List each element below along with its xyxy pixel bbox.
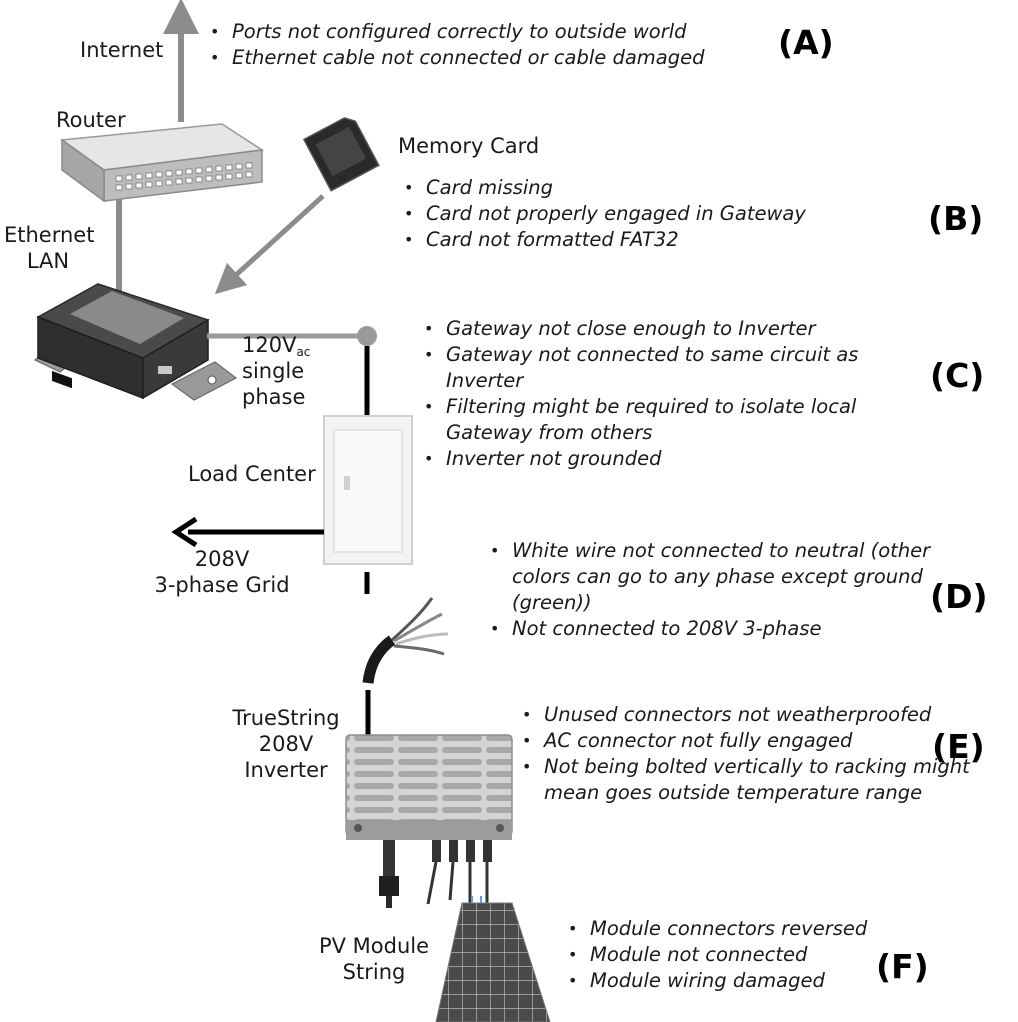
issue-item: Card missing xyxy=(404,175,884,201)
power-line2: single xyxy=(242,359,305,383)
pv-label-line1: PV Module xyxy=(318,934,430,958)
power-voltage: 120Vac xyxy=(242,332,310,358)
issue-item: Module not connected xyxy=(568,942,898,968)
grid-label: 208V 3-phase Grid xyxy=(122,546,322,598)
inverter-label-line1: TrueString xyxy=(232,706,340,730)
issues-list-d: White wire not connected to neutral (oth… xyxy=(490,538,940,642)
issue-item: Ports not configured correctly to outsid… xyxy=(210,19,770,45)
issue-item: Not connected to 208V 3-phase xyxy=(490,616,940,642)
issues-list-b: Card missing Card not properly engaged i… xyxy=(404,175,884,253)
section-tag-d: (D) xyxy=(930,577,988,616)
section-tag-a: (A) xyxy=(778,23,834,62)
power-label: 120Vac single phase xyxy=(242,332,310,410)
section-tag-e: (E) xyxy=(932,727,985,766)
issues-list-c: Gateway not close enough to Inverter Gat… xyxy=(424,316,924,472)
issue-item: Filtering might be required to isolate l… xyxy=(424,394,924,446)
pv-label-line2: String xyxy=(342,960,406,984)
ethernet-label-line2: LAN xyxy=(26,249,70,273)
router-icon xyxy=(59,123,265,203)
memory-card-icon xyxy=(302,117,380,192)
issue-item: Module connectors reversed xyxy=(568,916,898,942)
issue-item: Not being bolted vertically to racking m… xyxy=(522,754,992,806)
internet-label: Internet xyxy=(80,38,164,62)
issue-item: Unused connectors not weatherproofed xyxy=(522,702,992,728)
power-voltage-value: 120V xyxy=(242,333,297,357)
power-voltage-subscript: ac xyxy=(296,345,311,359)
section-tag-f: (F) xyxy=(876,947,929,986)
issue-item: Gateway not close enough to Inverter xyxy=(424,316,924,342)
issues-list-a: Ports not configured correctly to outsid… xyxy=(210,19,770,71)
issues-list-e: Unused connectors not weatherproofed AC … xyxy=(522,702,992,806)
issue-item: White wire not connected to neutral (oth… xyxy=(490,538,940,616)
pv-label: PV Module String xyxy=(296,933,452,985)
gateway-icon xyxy=(33,283,238,401)
ethernet-label-line1: Ethernet xyxy=(4,223,95,247)
ac-cable-icon xyxy=(362,597,449,684)
pv-module-icon xyxy=(435,896,551,1022)
section-tag-b: (B) xyxy=(928,199,984,238)
grid-arrowhead xyxy=(171,516,198,548)
issue-item: Card not properly engaged in Gateway xyxy=(404,201,884,227)
inverter-label: TrueString 208V Inverter xyxy=(218,705,354,783)
inverter-icon xyxy=(345,734,513,912)
load-center-label: Load Center xyxy=(188,462,316,486)
memory-card-label: Memory Card xyxy=(398,134,540,158)
issue-item: Card not formatted FAT32 xyxy=(404,227,884,253)
section-tag-c: (C) xyxy=(930,356,985,395)
router-label: Router xyxy=(56,108,126,132)
issue-item: Ethernet cable not connected or cable da… xyxy=(210,45,770,71)
issue-item: Gateway not connected to same circuit as… xyxy=(424,342,924,394)
inverter-label-line2: 208V xyxy=(258,732,314,756)
power-line3: phase xyxy=(242,385,306,409)
issue-item: AC connector not fully engaged xyxy=(522,728,992,754)
junction-dot xyxy=(357,326,377,346)
grid-label-line2: 3-phase Grid xyxy=(154,573,290,597)
grid-label-line1: 208V xyxy=(194,547,250,571)
issue-item: Inverter not grounded xyxy=(424,446,924,472)
issue-item: Module wiring damaged xyxy=(568,968,898,994)
load-center-icon xyxy=(323,415,413,565)
memory-card-arrow xyxy=(214,194,325,295)
issues-list-f: Module connectors reversed Module not co… xyxy=(568,916,898,994)
inverter-label-line3: Inverter xyxy=(244,758,328,782)
ethernet-label: Ethernet LAN xyxy=(4,222,95,274)
